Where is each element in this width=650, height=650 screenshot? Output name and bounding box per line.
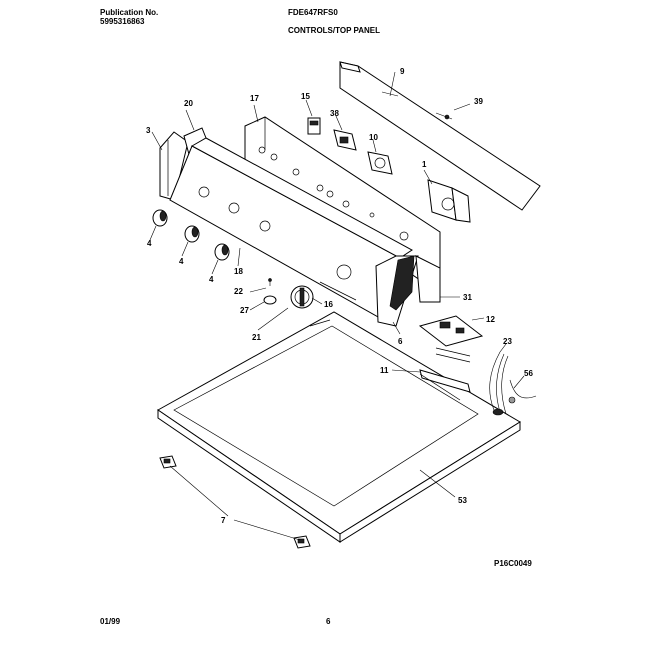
top-panel-inner-recess	[173, 325, 479, 507]
publication-number: 5995316863	[100, 17, 145, 26]
callout-20: 20	[184, 99, 193, 108]
callout-27: 27	[240, 306, 249, 315]
callout-3: 3	[146, 126, 151, 135]
push-switch	[307, 117, 321, 135]
top-panel-hinge	[159, 455, 177, 469]
callout-7: 7	[221, 516, 226, 525]
callout-11: 11	[380, 366, 389, 375]
callout-17: 17	[250, 94, 259, 103]
callout-6: 6	[398, 337, 403, 346]
page-number: 6	[326, 617, 331, 626]
diagram-code: P16C0049	[494, 559, 532, 568]
callout-4: 4	[209, 275, 214, 284]
callout-22: 22	[234, 287, 243, 296]
power-cord-clamp	[508, 379, 537, 404]
knob	[184, 225, 200, 243]
publication-label: Publication No.	[100, 8, 159, 17]
callout-31: 31	[463, 293, 472, 302]
electronic-control-board	[418, 315, 484, 347]
callout-12: 12	[486, 315, 495, 324]
timer-knob	[290, 285, 314, 309]
board-mounting-bracket	[419, 369, 471, 393]
callout-1: 1	[422, 160, 427, 169]
callout-38: 38	[330, 109, 339, 118]
footer-date: 01/99	[100, 617, 121, 626]
callout-4: 4	[179, 257, 184, 266]
callout-21: 21	[252, 333, 261, 342]
callout-9: 9	[400, 67, 405, 76]
console-top-edge	[190, 137, 413, 259]
left-end-cap	[159, 131, 189, 201]
knob	[152, 209, 168, 227]
callout-39: 39	[474, 97, 483, 106]
wire-harness	[489, 351, 509, 416]
callout-18: 18	[234, 267, 243, 276]
callout-10: 10	[369, 133, 378, 142]
callout-4: 4	[147, 239, 152, 248]
model-number: FDE647RFS0	[288, 8, 338, 17]
callout-16: 16	[324, 300, 333, 309]
timer	[367, 151, 393, 175]
right-trim	[389, 255, 415, 311]
knob-clip	[263, 295, 277, 305]
callout-56: 56	[524, 369, 533, 378]
callout-23: 23	[503, 337, 512, 346]
knob	[214, 243, 230, 261]
section-title: CONTROLS/TOP PANEL	[288, 26, 381, 35]
back-panel-top-edge	[339, 61, 361, 73]
callout-53: 53	[458, 496, 467, 505]
control-support-bracket	[415, 255, 441, 303]
timer-motor	[427, 179, 457, 221]
top-panel-hinge	[293, 535, 311, 549]
callout-15: 15	[301, 92, 310, 101]
